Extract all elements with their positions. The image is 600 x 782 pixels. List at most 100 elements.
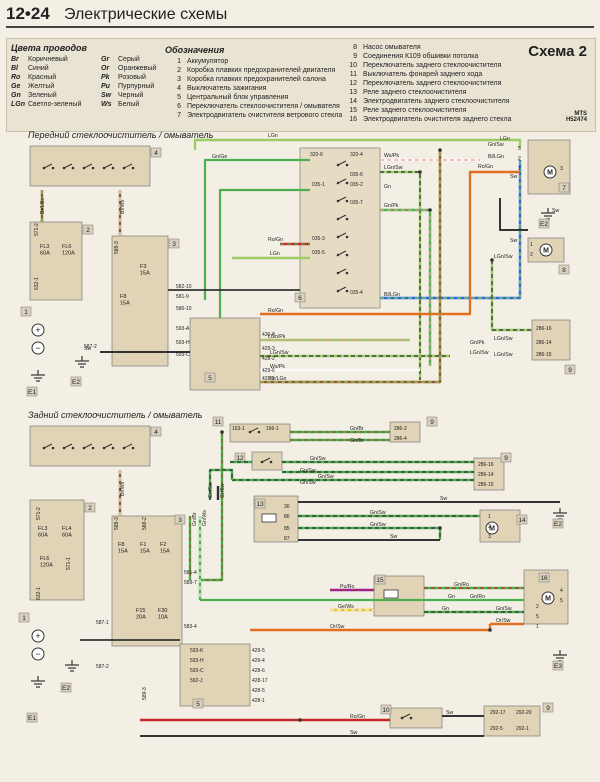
front-pin-label: 286-14 <box>536 340 552 346</box>
rear-wire-label: Gn/Sw <box>370 510 386 516</box>
front-wire-label: LGn/Sw <box>494 254 513 260</box>
front-wire-label: Gn <box>384 184 391 190</box>
front-pin-label: 035-6 <box>350 172 363 178</box>
designation-text: Переключатель заднего стеклоочистителя <box>363 62 502 69</box>
front-wiper-motor <box>543 165 557 179</box>
designation-number: 6 <box>177 103 181 110</box>
wire-rear-or-sw-a <box>250 624 492 632</box>
junction-dot <box>298 718 302 722</box>
designation-text: Коробка плавких предохранителей салона <box>187 76 326 83</box>
front-wire-label: Ro/Gn <box>478 164 493 170</box>
wire-rear-gn-br-a-stripe <box>200 432 223 581</box>
rear-pin-label: 292-17 <box>490 710 506 716</box>
rear-pin-label: 86 <box>284 514 290 520</box>
designation-row: 5 Центральный блок управления <box>165 93 342 102</box>
reversing-switch-contact <box>249 427 259 433</box>
front-pin-label: 581-9 <box>176 294 189 300</box>
front-engine-fusebox-number-box <box>82 224 94 235</box>
rear-wire-label: Gn/Sw <box>496 606 512 612</box>
wire-colors-title: Цвета проводов <box>11 43 87 53</box>
wire-front-gn-pk <box>380 208 432 366</box>
rear-pin-label: 428-1 <box>252 698 265 704</box>
relay-15-coil <box>383 589 399 599</box>
rear-pin-label: 286-15 <box>478 482 494 488</box>
wire-color-code: Ws <box>101 101 112 108</box>
wire-color-code: Bl <box>11 65 18 72</box>
front-ground-e2b-box <box>538 218 550 229</box>
front-wire-label: LGn/Sw <box>494 336 513 342</box>
wiper-switch-contact <box>337 160 347 166</box>
section-front-title: Передний стеклоочиститель / омыватель <box>28 130 214 140</box>
reversing-switch-number-box <box>212 416 224 427</box>
rear-ground-e3: E3 <box>554 663 562 670</box>
rear-ignition-number: 4 <box>154 429 158 436</box>
front-wire-label: LGn <box>500 136 510 142</box>
rear-relay-15-number: 15 <box>376 577 384 584</box>
rear-pin-label: 429-4 <box>252 658 265 664</box>
rear-pin-label: 286-16 <box>478 462 494 468</box>
page-title: Электрические схемы <box>64 6 228 23</box>
designation-number: 5 <box>177 94 181 101</box>
rear-wiper-motor-14-number: 14 <box>518 517 526 524</box>
front-pin-label: 632-1 <box>34 277 40 290</box>
rear-pin-label: 163-1 <box>232 426 245 432</box>
rear-headliner-c <box>483 705 541 737</box>
rear-pin-label: 593-K <box>190 648 204 654</box>
rear-wiper-switch-number: 12 <box>236 455 244 462</box>
wire-color-name: Черный <box>118 92 144 99</box>
designation-text: Электродвигатель очистителя ветрового ст… <box>187 112 343 119</box>
wire-front-ro-gn-b <box>260 170 520 316</box>
scheme-label: Схема 2 <box>528 43 587 60</box>
rear-wire-label: Or/Sw <box>330 624 345 630</box>
front-pin-label: 286-16 <box>536 326 552 332</box>
rear-pin-label: 587-2 <box>96 664 109 670</box>
front-wire-label: LGn/Sw <box>270 350 289 356</box>
designation-text: Насос омывателя <box>363 44 421 51</box>
washer-pump-number: 8 <box>562 267 566 274</box>
junction-dot <box>490 258 494 262</box>
rear-battery-number-box <box>18 612 30 623</box>
junction-dot <box>438 148 442 152</box>
rear-battery-minus: − <box>35 649 40 659</box>
wire-color-name: Оранжевый <box>118 65 157 72</box>
wire-front-lgn-sw-c-stripe <box>491 260 532 331</box>
rear-pin-label: 3 <box>488 534 491 540</box>
wire-front-gn-pk-stripe <box>380 209 431 366</box>
front-pin-label: 582-10 <box>176 284 192 290</box>
designation-text: Центральный блок управления <box>187 94 289 101</box>
rear-relay-15-number-box <box>374 574 386 585</box>
wire-color-name: Синий <box>28 65 49 72</box>
ignition-contact <box>83 163 93 169</box>
wiper-switch-contact <box>337 250 347 256</box>
rear-control-unit-number-box <box>192 698 204 709</box>
rear-ignition-contact-b <box>51 446 55 450</box>
wiper-switch-contact-b <box>345 181 349 185</box>
wire-color-code: Br <box>11 56 19 63</box>
wiper-switch-contact-b <box>345 271 349 275</box>
ignition-switch-box <box>29 145 151 187</box>
front-pin-label: 2 <box>530 252 533 258</box>
cabin-fusebox-front <box>111 235 169 367</box>
designation-number: 13 <box>349 89 357 96</box>
front-wire-label: Ro/Gn <box>268 308 283 314</box>
wire-color-name: Серый <box>118 56 140 63</box>
rear-pin-label: 4 <box>560 588 563 594</box>
rear-ignition-contact <box>83 443 93 449</box>
wire-rear-gn-sw-f <box>298 526 442 540</box>
front-ground-e2a: E2 <box>72 379 80 386</box>
front-ignition-number-box <box>150 147 162 158</box>
relay-13-coil <box>261 513 277 523</box>
rear-ignition-contact-b <box>111 446 115 450</box>
rear-wire-label: Ge/Ws <box>338 604 354 610</box>
rear-wiper-motor-16-number: 16 <box>540 575 548 582</box>
